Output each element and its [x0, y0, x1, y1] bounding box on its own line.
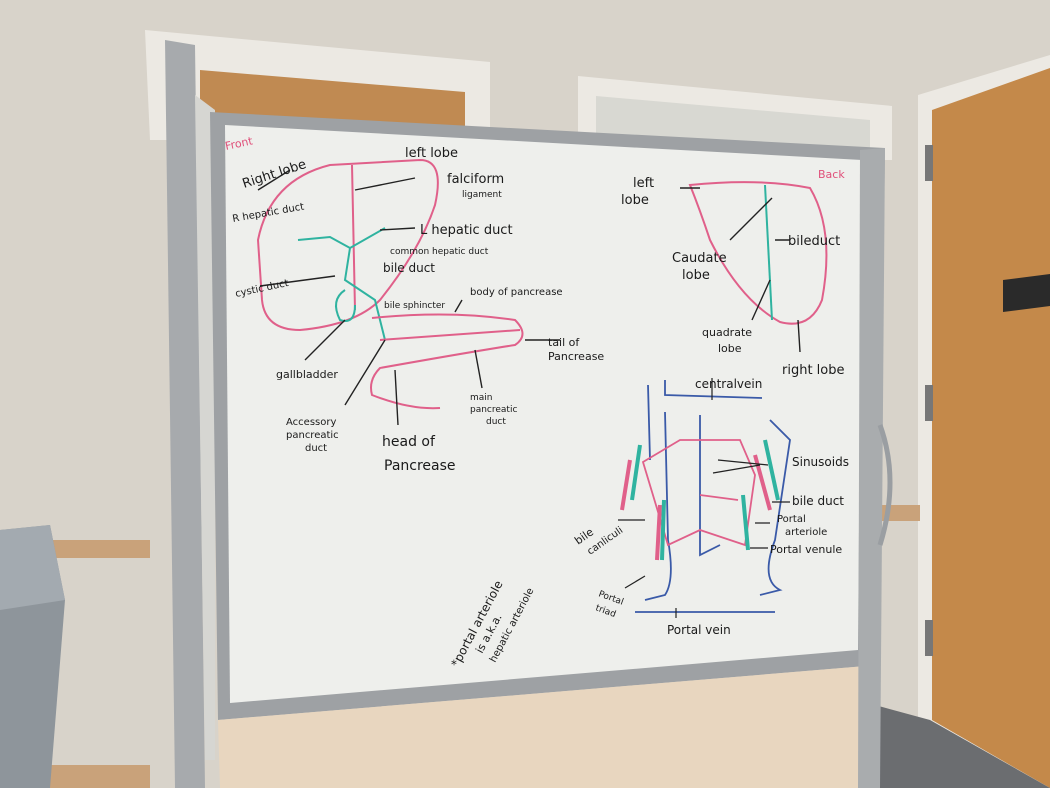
label-tail-of-pancreas-1: tail of [548, 336, 580, 349]
back-labels: left lobe Caudate lobe bileduct quadrate… [621, 176, 845, 378]
label-accessory-3: duct [305, 443, 327, 454]
front-heading: Front [224, 134, 255, 153]
board-lower-panel [218, 665, 878, 788]
label-caudate-1: Caudate [672, 251, 727, 266]
label-tail-of-pancreas-2: Pancrease [548, 350, 604, 363]
floor [875, 705, 1050, 788]
label-left-lobe: left lobe [405, 146, 458, 161]
label-back-left-1: left [633, 176, 654, 191]
board-back-side [195, 95, 215, 760]
label-accessory-2: pancreatic [286, 430, 339, 441]
door-hinge [925, 620, 933, 656]
chair-rail [50, 540, 150, 558]
front-liver-pancreas-diagram [256, 158, 560, 426]
label-common-hepatic-duct: common hepatic duct [390, 247, 489, 257]
back-heading: Back [818, 168, 845, 181]
label-back-right-lobe: right lobe [782, 363, 845, 378]
label-l-hepatic-duct: L hepatic duct [420, 223, 513, 238]
label-portal-vein: Portal vein [667, 623, 731, 637]
label-portal-arteriole-2: arteriole [785, 527, 827, 538]
label-head-1: head of [382, 434, 436, 450]
trash-bin-lid [0, 525, 65, 610]
label-body-of-pancreas: body of pancrease [470, 287, 563, 298]
door-hinge [925, 145, 933, 181]
label-portal-arteriole-1: Portal [777, 514, 806, 525]
label-lobule-bile-duct: bile duct [792, 494, 844, 508]
label-main-3: duct [486, 417, 506, 427]
board-left-post [165, 40, 205, 788]
whiteboard-surface[interactable] [225, 125, 862, 703]
label-main-1: main [470, 393, 493, 403]
label-central-vein: centralvein [695, 377, 762, 391]
back-liver-diagram [680, 181, 828, 353]
label-accessory-1: Accessory [286, 417, 336, 428]
label-ligament: ligament [462, 190, 502, 200]
label-quadrate-1: quadrate [702, 326, 752, 339]
label-falciform: falciform [447, 172, 504, 187]
door-right[interactable] [932, 68, 1050, 788]
label-gallbladder: gallbladder [276, 368, 338, 381]
board-handle[interactable] [877, 424, 893, 546]
baseboard [50, 765, 150, 788]
liver-lobule-diagram [618, 378, 791, 618]
label-main-2: pancreatic [470, 405, 517, 415]
label-bile-duct: bile duct [383, 261, 435, 275]
label-back-bile-duct: bileduct [788, 234, 840, 249]
label-sinusoids: Sinusoids [792, 455, 849, 469]
label-head-2: Pancrease [384, 458, 456, 474]
label-caudate-2: lobe [682, 268, 710, 283]
label-quadrate-2: lobe [718, 342, 742, 355]
door-sign [1003, 274, 1050, 312]
door-hinge [925, 385, 933, 421]
label-bile-sphincter: bile sphincter [384, 301, 445, 311]
label-back-left-2: lobe [621, 193, 649, 208]
label-portal-venule: Portal venule [770, 543, 842, 556]
board-right-post [858, 148, 885, 788]
